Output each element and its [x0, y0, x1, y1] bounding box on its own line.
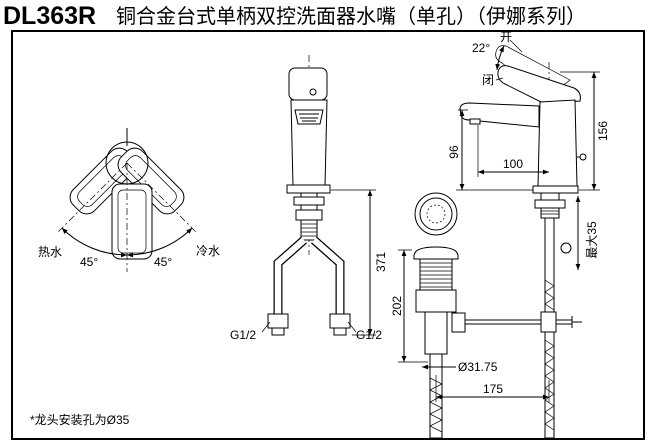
hot-angle-label: 45°: [80, 255, 98, 269]
drain-height-dim: 202: [390, 296, 404, 316]
drain-assembly: 202 Ø31.75 175: [390, 192, 582, 439]
drain-nut: [415, 289, 457, 313]
cold-water-label: 冷水: [196, 244, 220, 258]
left-hose-tail: [271, 327, 285, 336]
total-height-dim: 156: [596, 121, 610, 141]
popup-rod-clip: [560, 242, 572, 254]
popup-rod-nut: [451, 312, 466, 333]
faucet-head: [288, 67, 328, 101]
faucet-body-front: [290, 99, 328, 187]
right-hose: [311, 236, 345, 314]
front-shank-threads: [301, 223, 317, 237]
left-thread-label: G1/2: [230, 328, 256, 342]
base-plate-front: [286, 184, 331, 194]
side-view: 开 22° 闭 156 96 100 最大35: [447, 30, 610, 439]
cold-angle-arc: [126, 227, 193, 258]
product-name: 铜合金台式单柄双控洗面器水嘴（单孔）（伊娜系列）: [116, 5, 586, 28]
drain-cap-top-outer: [414, 192, 458, 236]
hot-water-label: 热水: [38, 245, 62, 259]
supply-hose-braid: [544, 279, 555, 431]
close-label: 闭: [482, 73, 494, 87]
left-hose: [273, 236, 307, 314]
drain-reach-dim: 175: [483, 382, 503, 396]
drawing-frame: [11, 30, 645, 440]
side-nut: [534, 199, 566, 209]
popup-knob-head: [579, 153, 587, 161]
drain-cap-top-inner: [419, 197, 453, 231]
installation-note: *龙头安装孔为Ø35: [30, 412, 130, 427]
spout-outlet: [294, 109, 324, 125]
front-nut-lower: [295, 209, 323, 221]
cold-angle-label: 45°: [154, 255, 172, 269]
deck-max-dim: 最大35: [585, 221, 599, 259]
indicator-dot: [309, 88, 317, 96]
top-view: 热水 45° 45° 冷水: [38, 128, 220, 272]
faucet-body-side: [537, 99, 578, 187]
right-hose-tail: [333, 327, 347, 336]
front-view: G1/2 G1/2 371: [230, 55, 388, 342]
drain-diameter-dim: Ø31.75: [458, 360, 498, 374]
spout-height-dim: 96: [447, 145, 461, 159]
drain-cap-top-center: [426, 204, 446, 224]
left-hose-fitting: [267, 313, 289, 329]
base-plate-side: [532, 185, 579, 194]
lever-angle-label: 22°: [472, 41, 490, 55]
front-nut-upper: [293, 196, 325, 206]
lever-closed-position: [497, 65, 581, 105]
lever-angle-arc: [495, 45, 505, 71]
popup-rod-strap: [540, 311, 557, 333]
lever-label-leaders: [495, 39, 523, 81]
drain-body-threads: [420, 262, 452, 288]
spout-aerator: [469, 118, 481, 125]
model-number: DL363R: [3, 2, 96, 30]
open-label: 开: [500, 30, 512, 44]
spout-reach-dim: 100: [503, 157, 523, 171]
hose-length-dim: 371: [374, 252, 388, 272]
drain-tailpiece: [424, 311, 448, 355]
hot-angle-arc: [61, 227, 128, 258]
thread-leaders: [261, 321, 357, 333]
right-hose-fitting: [329, 313, 351, 329]
side-shank-threads: [541, 210, 559, 215]
popup-rod-end: [571, 316, 582, 328]
drain-flange: [413, 246, 459, 260]
